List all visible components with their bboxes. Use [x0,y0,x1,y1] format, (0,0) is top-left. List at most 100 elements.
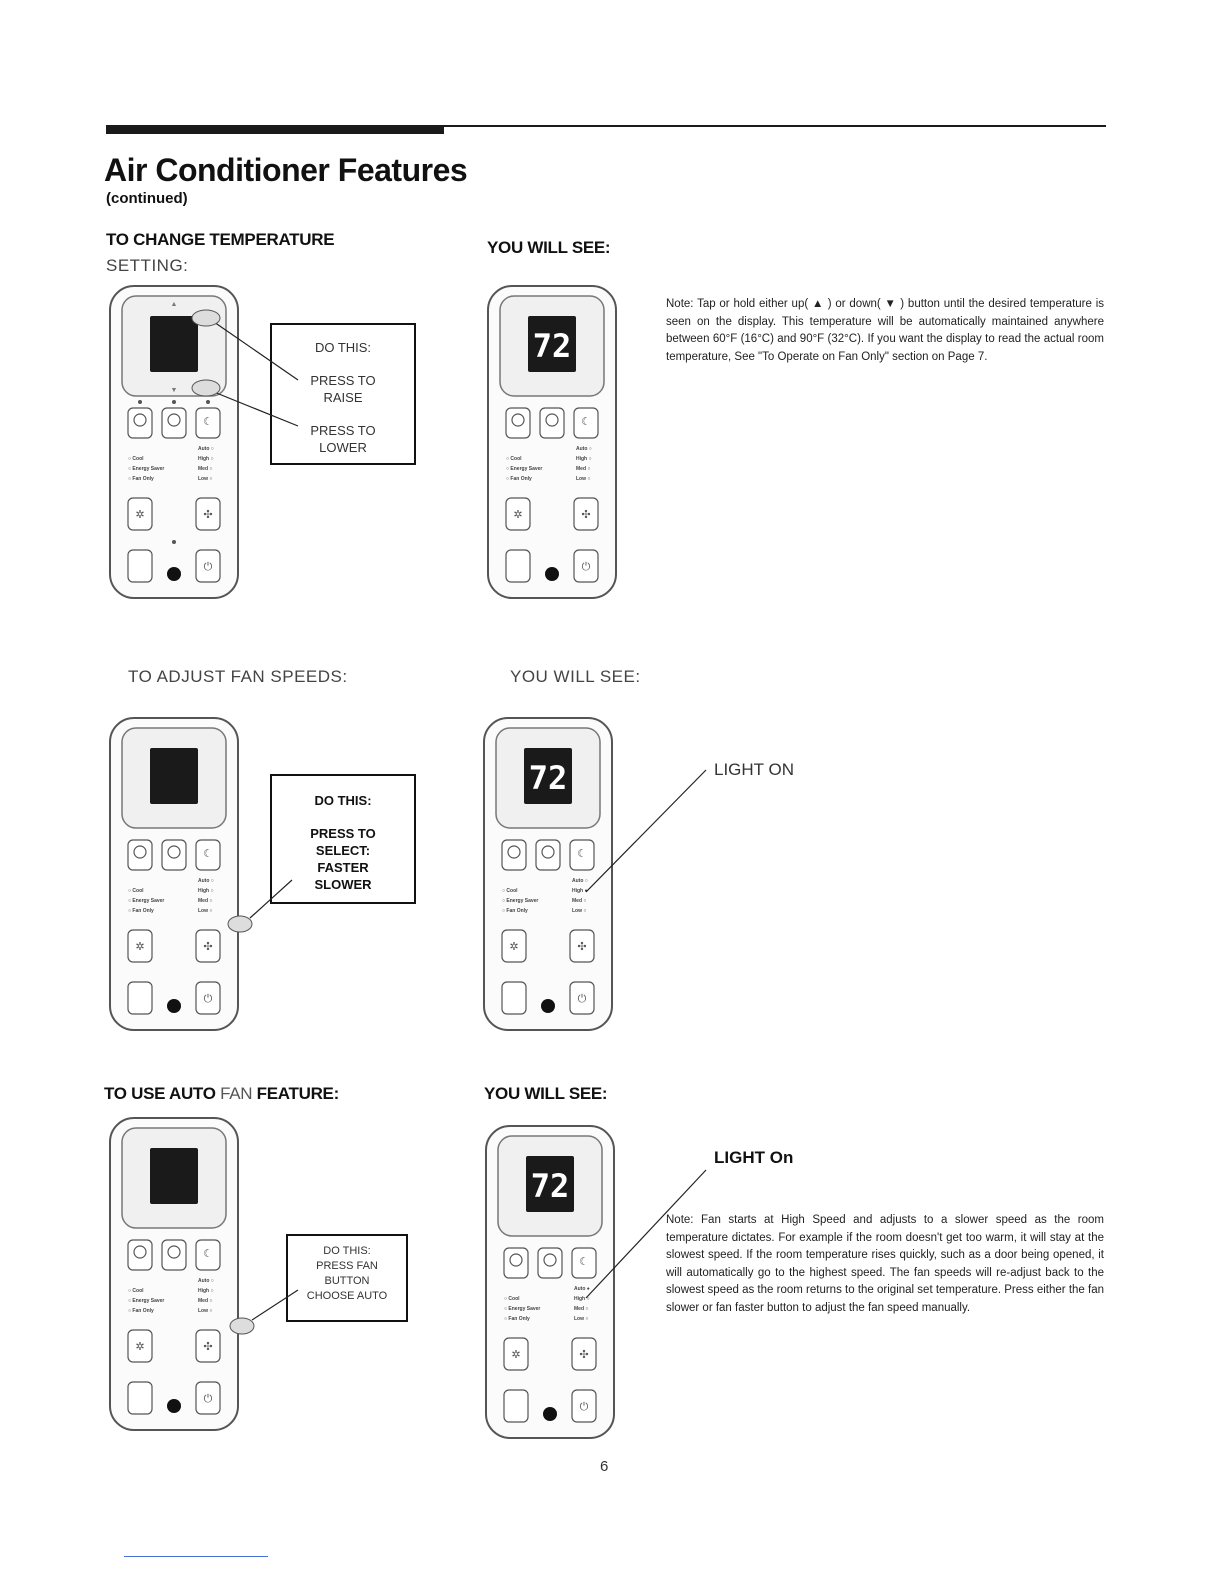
svg-text:○ Energy Saver: ○ Energy Saver [128,898,164,904]
svg-text:○ Energy Saver: ○ Energy Saver [506,466,542,472]
svg-text:✲: ✲ [135,941,144,953]
svg-text:High ○: High ○ [198,1288,214,1294]
callout-do-this: DO THIS: [314,793,372,808]
remote-control-illustration: ▲ ▼ ☾ ○ Cool○ Energy Saver○ Fan Only Aut… [108,284,240,600]
svg-text:○ Cool: ○ Cool [504,1296,520,1302]
svg-text:Auto ●: Auto ● [574,1286,590,1292]
svg-text:Low ○: Low ○ [572,908,586,914]
svg-text:✲: ✲ [509,941,518,953]
svg-text:☾: ☾ [203,1248,213,1260]
section1-you-will-see: YOU WILL SEE: [487,238,611,257]
svg-text:○ Cool: ○ Cool [506,456,522,462]
svg-text:☾: ☾ [203,848,213,860]
svg-text:✲: ✲ [135,509,144,521]
svg-text:✲: ✲ [513,509,522,521]
svg-text:⏻: ⏻ [204,993,213,1005]
svg-text:○ Cool: ○ Cool [128,456,144,462]
svg-text:Low ○: Low ○ [198,908,212,914]
svg-text:High ●: High ● [572,888,588,894]
svg-text:✣: ✣ [577,941,586,953]
svg-text:Low ○: Low ○ [198,476,212,482]
svg-text:▲: ▲ [171,301,178,308]
page-number: 6 [600,1458,609,1475]
footer-link-underline [124,1556,268,1557]
svg-text:○ Energy Saver: ○ Energy Saver [502,898,538,904]
svg-text:Low ○: Low ○ [576,476,590,482]
display-readout: 72 [533,327,572,365]
callout-press-to-lower-1: PRESS TO [310,423,376,438]
section3-you-will-see: YOU WILL SEE: [484,1084,608,1103]
svg-text:✣: ✣ [203,941,212,953]
callout-select: SELECT: [315,843,371,858]
svg-text:Med ○: Med ○ [198,466,212,472]
callout-slower: SLOWER [314,877,372,892]
callout-press-to-raise-1: PRESS TO [310,373,376,388]
svg-text:Med ○: Med ○ [574,1306,588,1312]
callout-press-to-raise-2: RAISE [323,390,363,405]
section3-light-label: LIGHT On [714,1148,794,1167]
svg-text:○ Cool: ○ Cool [128,1288,144,1294]
svg-text:✣: ✣ [203,1341,212,1353]
svg-text:○ Fan Only: ○ Fan Only [504,1316,530,1322]
remote-display [150,316,198,372]
svg-text:⏻: ⏻ [582,561,591,573]
remote-control-drawing: ▲ ▼ ☾ ○ Cool○ Energy Saver○ Fan Only Aut… [109,285,239,599]
svg-text:Med ○: Med ○ [198,1298,212,1304]
svg-text:Auto ○: Auto ○ [576,446,592,452]
svg-text:○ Fan Only: ○ Fan Only [128,1308,154,1314]
svg-text:○ Fan Only: ○ Fan Only [128,476,154,482]
display-readout: 72 [529,759,568,797]
svg-text:⏻: ⏻ [204,1393,213,1405]
svg-text:Auto ○: Auto ○ [198,1278,214,1284]
svg-text:○ Cool: ○ Cool [128,888,144,894]
section1-note: Note: Tap or hold either up( ▲ ) or down… [666,298,1104,363]
svg-text:○ Fan Only: ○ Fan Only [502,908,528,914]
callout-press-to-lower-2: LOWER [319,440,367,455]
callout-do-this: DO THIS: [323,1245,371,1257]
svg-text:High ○: High ○ [574,1296,590,1302]
remote-control-auto-result-illustration: 72 ☾ ○ Cool○ Energy Saver○ Fan Only Auto… [484,1124,616,1440]
remote-control-fan-illustration: ☾ ○ Cool○ Energy Saver○ Fan Only Auto ○H… [108,716,240,1032]
svg-text:Low ○: Low ○ [574,1316,588,1322]
svg-text:Low ○: Low ○ [198,1308,212,1314]
svg-text:☾: ☾ [581,416,591,428]
svg-text:○ Cool: ○ Cool [502,888,518,894]
page-subtitle: (continued) [106,190,188,207]
remote-control-result-illustration: 72 ☾ ○ Cool ○ Energy Saver ○ Fan Only Auto… [486,284,618,600]
svg-text:☾: ☾ [577,848,587,860]
section1-heading-line2: SETTING: [106,256,189,275]
svg-text:✲: ✲ [511,1349,520,1361]
remote-control-auto-illustration: ☾ ○ Cool○ Energy Saver○ Fan Only Auto ○H… [108,1116,240,1432]
section3-note: Note: Fan starts at High Speed and adjus… [666,1214,1104,1314]
section3-heading-part3: FEATURE: [256,1084,340,1103]
svg-text:⏻: ⏻ [578,993,587,1005]
svg-text:○ Energy Saver: ○ Energy Saver [128,466,164,472]
svg-text:Auto ○: Auto ○ [198,878,214,884]
svg-text:⏻: ⏻ [204,561,213,573]
section1-callout-box: DO THIS: PRESS TO RAISE PRESS TO LOWER [270,323,416,465]
svg-text:▼: ▼ [171,387,178,394]
svg-text:Med ○: Med ○ [576,466,590,472]
section2-you-will-see: YOU WILL SEE: [510,667,641,686]
callout-press-to: PRESS TO [310,826,376,841]
svg-text:⏻: ⏻ [580,1401,589,1413]
section3-heading-part1: TO USE AUTO [104,1084,216,1103]
display-readout: 72 [531,1167,570,1205]
svg-text:High ○: High ○ [198,888,214,894]
svg-text:Med ○: Med ○ [572,898,586,904]
section1-heading: TO CHANGE TEMPERATURE [106,230,335,249]
svg-text:High ○: High ○ [198,456,214,462]
section2-light-label: LIGHT ON [714,760,794,779]
header-rule-thin [106,125,1106,127]
section3-heading-part2: FAN [220,1084,253,1103]
svg-text:✣: ✣ [581,509,590,521]
section3-callout-box: DO THIS: PRESS FAN BUTTON CHOOSE AUTO [286,1234,408,1322]
svg-text:Auto ○: Auto ○ [572,878,588,884]
callout-button: BUTTON [324,1275,370,1287]
svg-text:✣: ✣ [579,1349,588,1361]
svg-text:○ Fan Only: ○ Fan Only [506,476,532,482]
svg-text:Med ○: Med ○ [198,898,212,904]
svg-text:✣: ✣ [203,509,212,521]
callout-choose-auto: CHOOSE AUTO [306,1290,388,1302]
svg-text:○ Energy Saver: ○ Energy Saver [504,1306,540,1312]
